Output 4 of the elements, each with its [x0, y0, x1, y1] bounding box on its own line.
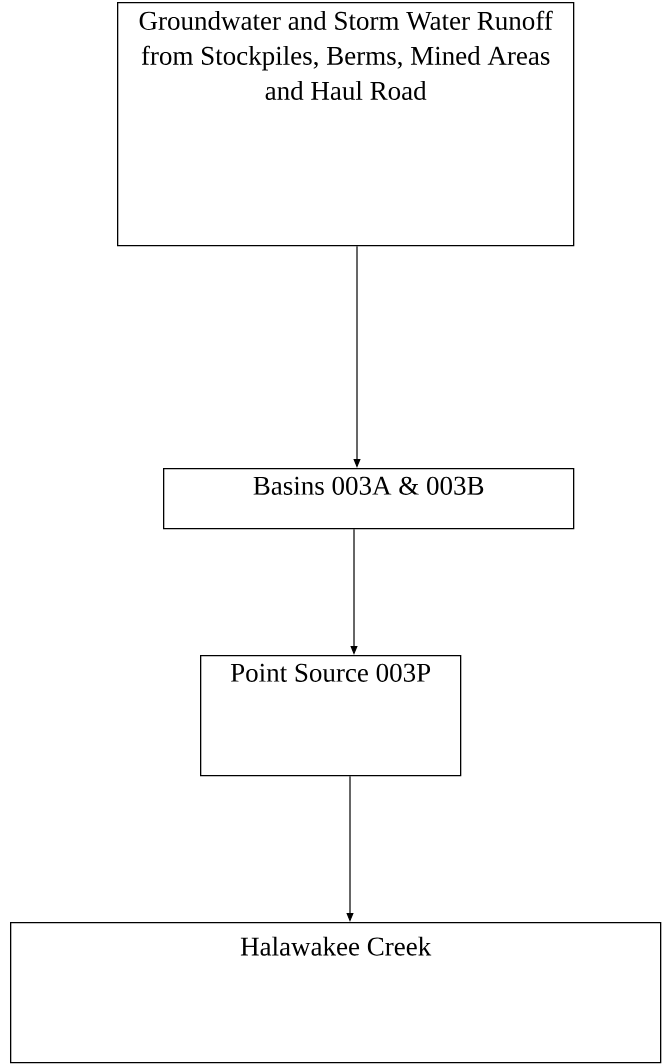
process-box: Groundwater and Storm Water Runoff from Stockpiles, Berms, Mined Areas and Haul Road: [117, 2, 575, 247]
process-box: Halawakee Creek: [10, 922, 662, 1064]
process-box: Point Source 003P: [200, 655, 462, 777]
process-box: Basins 003A & 003B: [163, 468, 575, 530]
